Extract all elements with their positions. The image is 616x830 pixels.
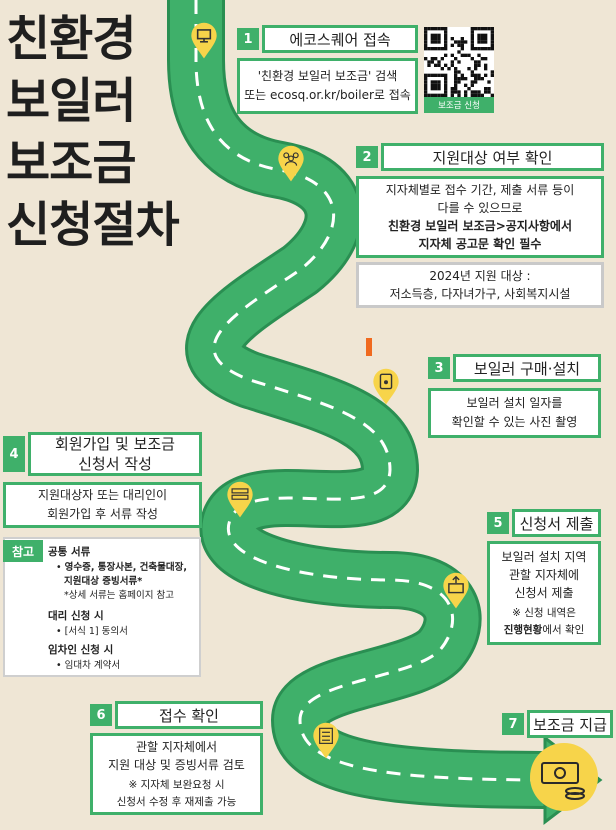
step-title: 지원대상 여부 확인 [381,143,604,171]
support-target-box: 2024년 지원 대상 : 저소득층, 다자녀가구, 사회복지시설 [356,262,604,308]
marker-flag [366,338,372,356]
tenant-item: • 임대차 계약서 [56,660,121,671]
step-title: 접수 확인 [115,701,263,729]
qr-label: 보조금 신청 [424,97,494,113]
step-number: 3 [428,357,450,379]
upload-box-icon [443,572,469,609]
step-number: 1 [237,28,259,50]
step-number: 6 [90,704,112,726]
step-description: 관할 지자체에서 지원 대상 및 증빙서류 검토 ※ 지자체 보완요청 시 신청… [90,733,263,815]
step-number: 7 [502,713,524,735]
step-description: 지자체별로 접수 기간, 제출 서류 등이 다를 수 있으므로 친환경 보일러 … [356,176,604,258]
step-description: 지원대상자 또는 대리인이 회원가입 후 서류 작성 [3,482,202,528]
step-number: 4 [3,436,25,472]
common-docs-item: • 영수증, 통장사본, 건축물대장, [56,562,187,573]
common-docs-title: 공통 서류 [48,546,91,558]
people-icon [278,145,304,182]
step-number: 2 [356,146,378,168]
step-description: '친환경 보일러 보조금' 검색 또는 ecosq.or.kr/boiler로 … [237,58,418,114]
common-docs-note: *상세 서류는 홈페이지 참고 [64,590,174,601]
step-number: 5 [487,512,509,534]
step-description: 보일러 설치 지역 관할 지자체에 신청서 제출 ※ 신청 내역은 진행현황에서… [487,541,601,645]
qr-code-icon [424,27,494,97]
monitor-icon [191,22,217,59]
step-title: 에코스퀘어 접속 [262,25,418,53]
checklist-icon [313,722,339,759]
common-docs-item: 지원대상 증빙서류* [64,576,143,587]
form-icon [227,481,253,518]
tenant-title: 임차인 신청 시 [48,644,114,656]
step-description: 보일러 설치 일자를 확인할 수 있는 사진 촬영 [428,388,601,438]
step-title: 보일러 구매·설치 [453,354,601,382]
step-title: 회원가입 및 보조금 신청서 작성 [28,432,202,476]
reference-tag: 참고 [3,540,43,562]
step-title: 보조금 지급 [527,710,613,738]
boiler-icon [373,368,399,405]
proxy-title: 대리 신청 시 [48,610,104,622]
page-title: 친환경 보일러 보조금 신청절차 [6,11,180,253]
step-title: 신청서 제출 [512,509,601,537]
money-icon [530,743,598,811]
proxy-item: • [서식 1] 동의서 [56,626,128,637]
